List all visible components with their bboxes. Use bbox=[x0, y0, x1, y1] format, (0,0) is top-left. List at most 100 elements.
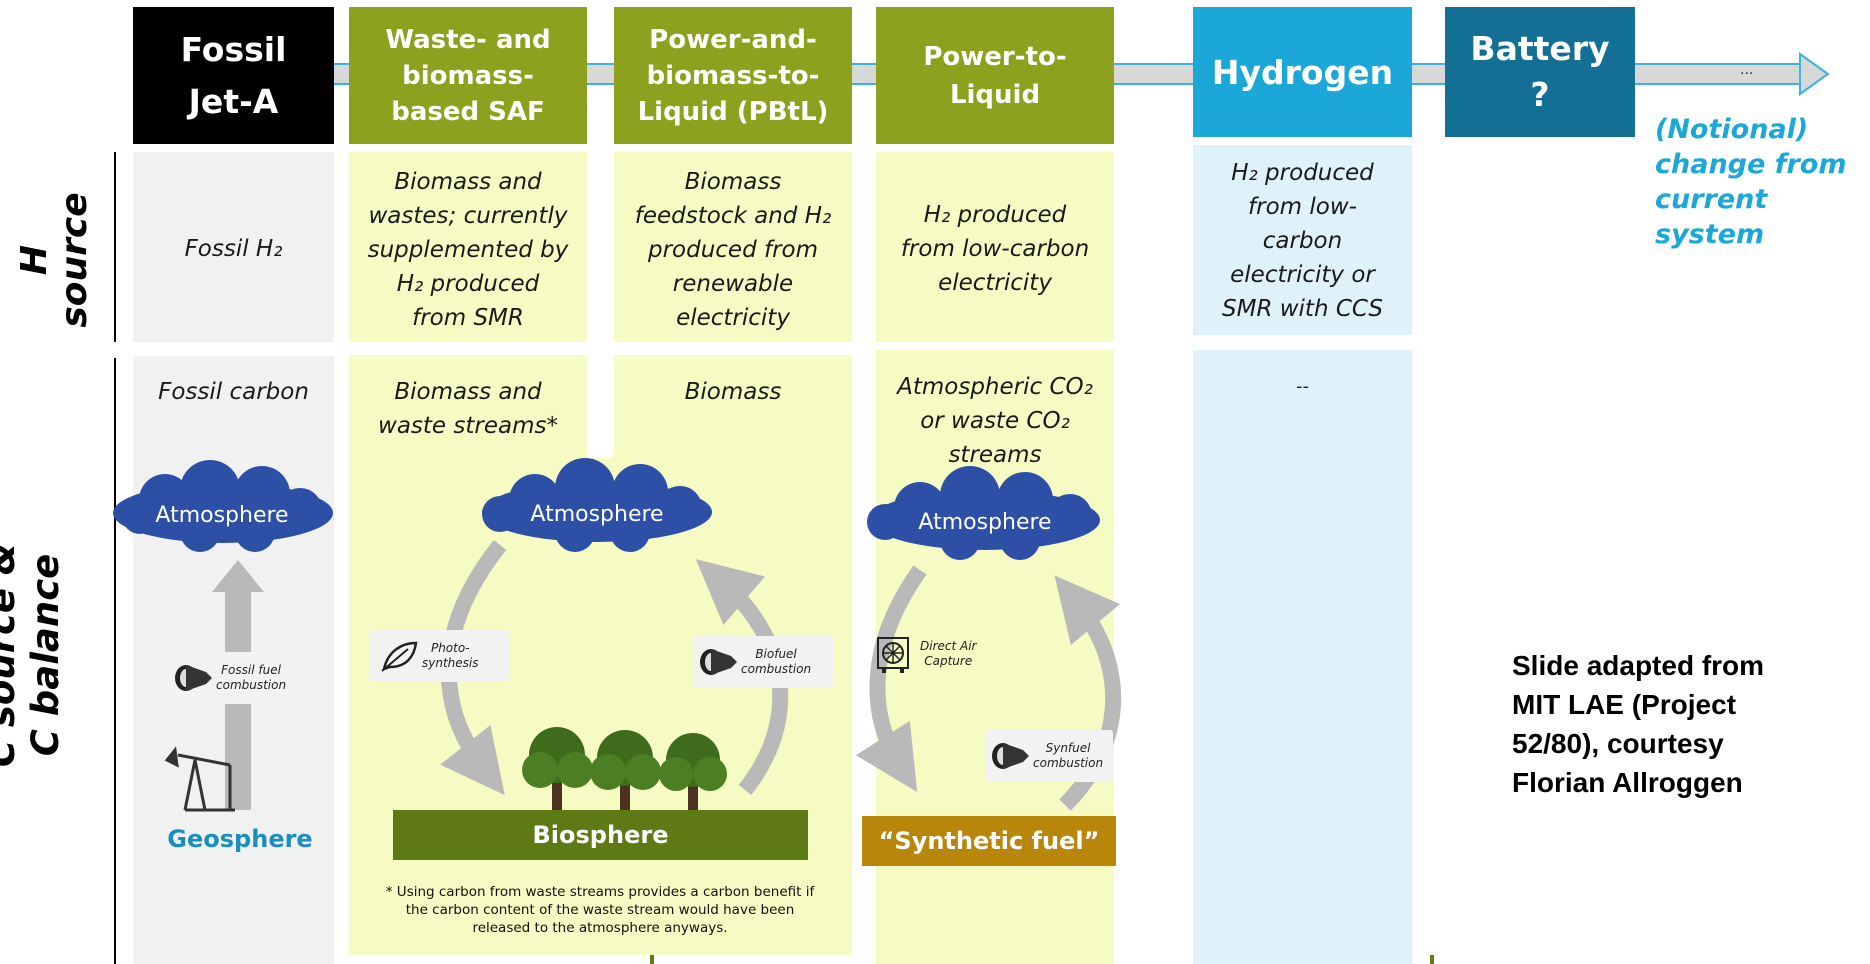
header-hydrogen: Hydrogen bbox=[1193, 7, 1412, 137]
fossil-h-panel bbox=[133, 152, 334, 342]
biofuel-combustion-chip: Biofuel combustion bbox=[693, 636, 833, 688]
leaf-icon bbox=[381, 641, 418, 672]
photosynthesis-chip: Photo- synthesis bbox=[370, 630, 510, 682]
hydrogen-divider-tick bbox=[1430, 955, 1434, 964]
h-source-pbtl-line4: renewable bbox=[672, 271, 794, 297]
ptl-h-panel bbox=[876, 152, 1114, 342]
h-source-waste-line4: H₂ produced bbox=[396, 271, 540, 297]
header-battery-line2: ? bbox=[1530, 75, 1550, 114]
h-source-divider bbox=[114, 152, 116, 342]
h-source-ptl-line1: H₂ produced bbox=[923, 202, 1067, 228]
c-source-waste: Biomass and waste streams* bbox=[349, 375, 587, 443]
photosynthesis-line1: Photo- bbox=[430, 641, 470, 655]
c-source-ptl-line2: or waste CO₂ bbox=[920, 408, 1070, 434]
waste-pbtl-c-panel bbox=[349, 355, 852, 955]
jet-engine-icon bbox=[700, 649, 737, 675]
c-source-hydrogen: -- bbox=[1296, 376, 1309, 397]
h-source-pbtl-line2: feedstock and H₂ bbox=[634, 203, 832, 229]
fossil-fuel-combustion-chip: Fossil fuel combustion bbox=[168, 652, 308, 704]
header-fossil-jet-a: Fossil Jet-A bbox=[133, 7, 334, 144]
notional-change-label: (Notional) change from current system bbox=[1655, 112, 1870, 252]
notional-line2: change from bbox=[1655, 149, 1847, 180]
h-source-hydrogen: H₂ produced from low- carbon electricity… bbox=[1193, 156, 1412, 326]
direct-air-capture-line1: Direct Air bbox=[920, 639, 977, 653]
synfuel-combustion-line1: Synfuel bbox=[1045, 741, 1091, 755]
direct-air-capture-arrow bbox=[855, 565, 927, 793]
hydrogen-c-panel bbox=[1193, 350, 1412, 964]
header-pbtl-line3: Liquid (PBtL) bbox=[637, 96, 829, 127]
synthetic-fuel-bar: “Synthetic fuel” bbox=[862, 816, 1116, 866]
c-source-waste-line2: waste streams* bbox=[378, 413, 558, 439]
biofuel-combustion-line2: combustion bbox=[741, 662, 812, 676]
oil-pump-icon bbox=[164, 746, 235, 812]
credit-line1: Slide adapted from bbox=[1512, 650, 1765, 681]
waste-atmosphere-label: Atmosphere bbox=[530, 502, 663, 527]
h-source-pbtl-line1: Biomass bbox=[684, 169, 782, 195]
h-source-pbtl: Biomass feedstock and H₂ produced from r… bbox=[614, 165, 852, 335]
direct-air-capture-chip: Direct Air Capture bbox=[870, 628, 1000, 680]
credit-line4: Florian Allroggen bbox=[1512, 767, 1743, 798]
c-source-pbtl: Biomass bbox=[684, 379, 782, 405]
header-ptl-line2: Liquid bbox=[949, 79, 1041, 110]
fossil-fuel-combustion-line2: combustion bbox=[216, 678, 287, 692]
h-source-waste-line5: from SMR bbox=[412, 305, 524, 331]
direct-air-capture-label: Direct Air Capture bbox=[920, 639, 976, 669]
c-source-ptl: Atmospheric CO₂ or waste CO₂ streams bbox=[876, 370, 1114, 472]
jet-engine-icon bbox=[992, 743, 1029, 769]
h-source-hydrogen-line4: electricity or bbox=[1230, 262, 1375, 288]
header-pbtl-line1: Power-and- bbox=[649, 24, 817, 55]
waste-atmosphere-cloud bbox=[482, 458, 712, 552]
ptl-atmosphere-label: Atmosphere bbox=[918, 510, 1051, 535]
footnote-line2: the carbon content of the waste stream w… bbox=[405, 902, 795, 918]
notional-line3: current system bbox=[1655, 184, 1768, 250]
h-source-waste-line2: wastes; currently bbox=[368, 203, 568, 229]
biofuel-combustion-line1: Biofuel bbox=[755, 647, 797, 661]
h-source-pbtl-line5: electricity bbox=[676, 305, 790, 331]
header-ptl: Power-to- Liquid bbox=[876, 7, 1114, 144]
h-source-hydrogen-line1: H₂ produced bbox=[1231, 160, 1374, 186]
biofuel-combustion-label: Biofuel combustion bbox=[741, 647, 811, 677]
notional-line1: (Notional) bbox=[1655, 114, 1809, 145]
header-fossil-line2: Jet-A bbox=[188, 81, 279, 121]
c-source-ptl-line3: streams bbox=[948, 442, 1042, 468]
h-source-pbtl-line3: produced from bbox=[647, 237, 819, 263]
hydrogen-h-panel bbox=[1193, 145, 1412, 335]
header-pbtl-line2: biomass-to- bbox=[646, 60, 820, 91]
h-source-hydrogen-line3: carbon bbox=[1262, 228, 1343, 254]
fossil-atmosphere-cloud bbox=[113, 460, 333, 552]
credit-line2: MIT LAE (Project bbox=[1512, 689, 1737, 720]
fossil-atmosphere-label: Atmosphere bbox=[155, 503, 288, 528]
header-battery: Battery ? bbox=[1445, 7, 1635, 137]
trees-icon bbox=[522, 727, 727, 815]
h-source-hydrogen-line5: SMR with CCS bbox=[1222, 296, 1383, 322]
h-source-ptl-line2: from low-carbon bbox=[900, 236, 1090, 262]
header-battery-line1: Battery bbox=[1470, 29, 1610, 68]
waste-divider-tick bbox=[650, 955, 654, 964]
c-source-fossil: Fossil carbon bbox=[158, 379, 309, 405]
header-ptl-line1: Power-to- bbox=[923, 41, 1067, 72]
synfuel-combustion-chip: Synfuel combustion bbox=[985, 730, 1113, 782]
arrow-ellipsis: ... bbox=[1740, 62, 1754, 78]
c-source-divider bbox=[114, 358, 116, 964]
fossil-fuel-combustion-line1: Fossil fuel bbox=[221, 663, 281, 677]
footnote: * Using carbon from waste streams provid… bbox=[360, 883, 840, 937]
header-waste-line3: based SAF bbox=[391, 96, 545, 127]
h-source-fossil: Fossil H₂ bbox=[184, 236, 283, 262]
air-capture-fan-icon bbox=[877, 637, 909, 673]
direct-air-capture-line2: Capture bbox=[924, 654, 973, 668]
c-source-ptl-line1: Atmospheric CO₂ bbox=[897, 374, 1093, 400]
pbtl-h-panel bbox=[614, 152, 852, 342]
slide-credit: Slide adapted from MIT LAE (Project 52/8… bbox=[1512, 646, 1764, 802]
h-source-waste: Biomass and wastes; currently supplement… bbox=[349, 165, 587, 335]
h-source-waste-line1: Biomass and bbox=[394, 169, 542, 195]
c-source-waste-line1: Biomass and bbox=[394, 379, 542, 405]
h-source-ptl-line3: electricity bbox=[938, 270, 1052, 296]
header-waste-line2: biomass- bbox=[402, 60, 534, 91]
fossil-fuel-combustion-label: Fossil fuel combustion bbox=[216, 663, 286, 693]
header-waste-line1: Waste- and bbox=[385, 24, 551, 55]
photosynthesis-line2: synthesis bbox=[422, 656, 479, 670]
footnote-line3: released to the atmosphere anyways. bbox=[472, 920, 728, 936]
waste-h-panel bbox=[349, 152, 587, 342]
photosynthesis-label: Photo- synthesis bbox=[422, 641, 479, 671]
header-waste-biomass-saf: Waste- and biomass- based SAF bbox=[349, 7, 587, 144]
